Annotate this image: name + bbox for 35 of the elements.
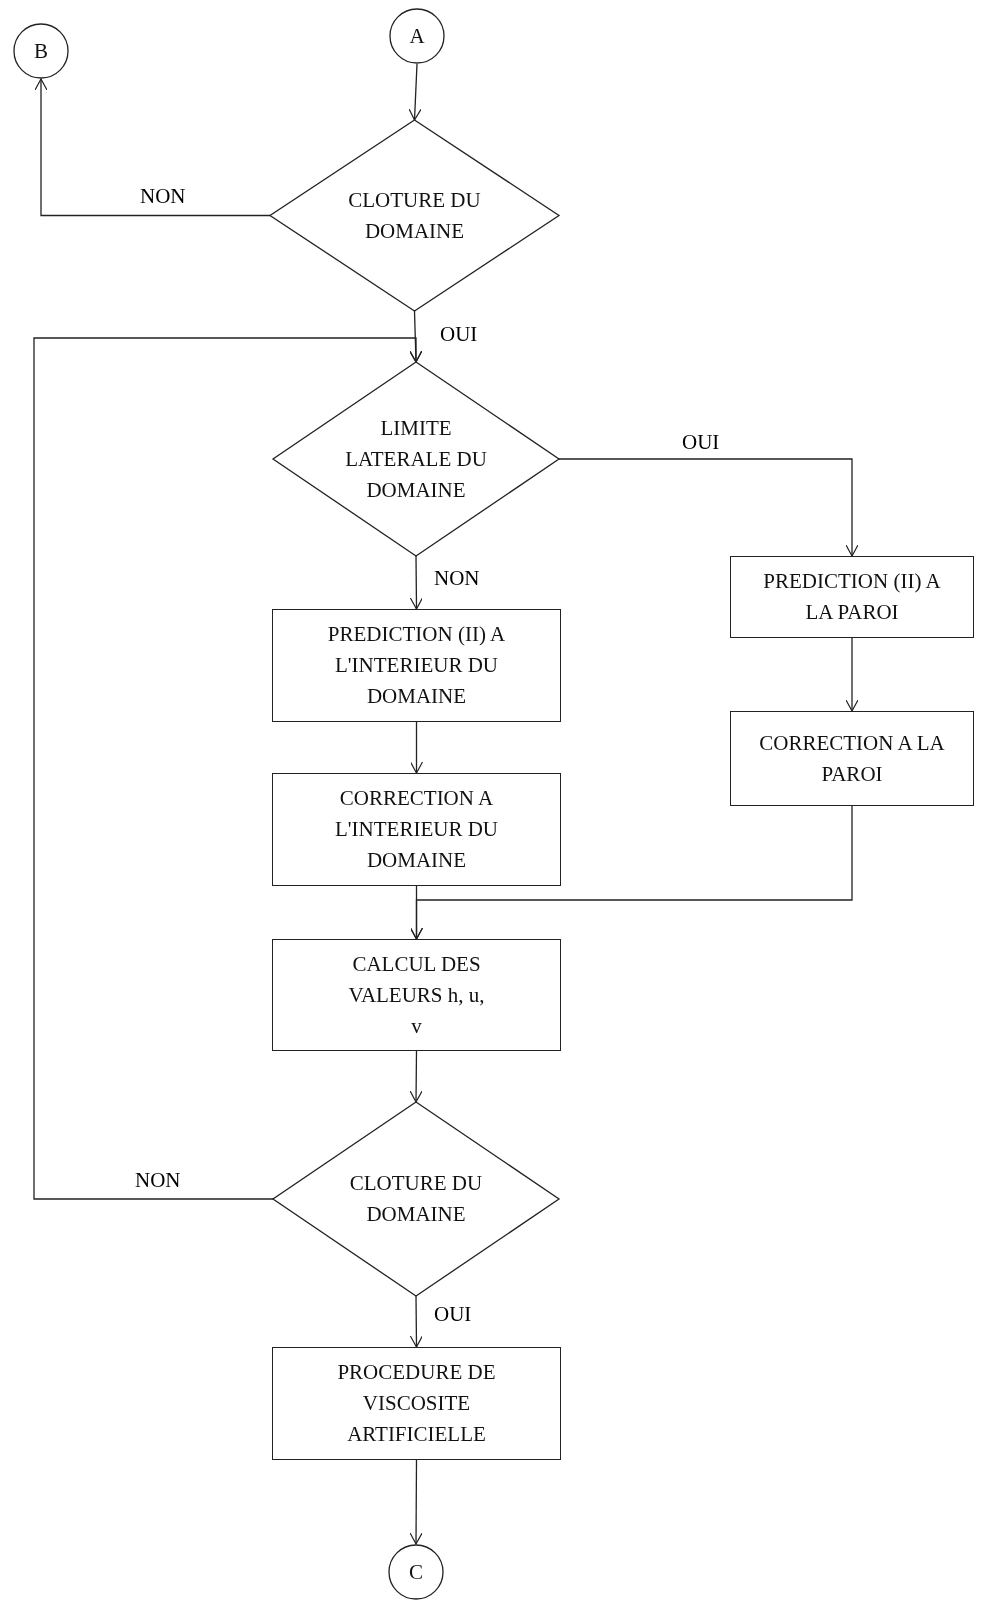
arrow (34, 78, 271, 217)
node-text: CORRECTION A L'INTERIEUR DU DOMAINE (334, 785, 499, 874)
node-text: LIMITE LATERALE DU DOMAINE (344, 414, 488, 504)
arrow (33, 337, 423, 1200)
arrow (845, 637, 859, 712)
node-text: CLOTURE DU DOMAINE (347, 186, 482, 245)
node-text: PREDICTION (II) A LA PAROI (762, 568, 942, 626)
node-text: PREDICTION (II) A L'INTERIEUR DU DOMAINE (326, 621, 507, 710)
decision-diamond (270, 120, 559, 311)
process-box (272, 939, 561, 1051)
process-box (272, 1347, 561, 1460)
node-text: CALCUL DES VALEURS h, u, v (347, 950, 486, 1040)
arrow (409, 885, 424, 940)
decision-diamond (273, 1102, 559, 1296)
arrow (409, 555, 423, 610)
arrow (558, 458, 859, 557)
connector-letter: A (409, 22, 425, 50)
process-box (730, 711, 974, 806)
arrow (409, 1295, 423, 1348)
arrow (409, 721, 424, 774)
node-text: CLOTURE DU DOMAINE (348, 1170, 484, 1228)
process-box (272, 609, 561, 722)
connector-circle (13, 23, 69, 79)
arrow (409, 1050, 423, 1103)
decision-diamond (273, 362, 559, 556)
connector-letter: B (34, 37, 48, 65)
process-box (730, 556, 974, 638)
connector-circle (388, 1544, 444, 1600)
connector-circle (389, 8, 445, 64)
node-text: PROCEDURE DE VISCOSITE ARTIFICIELLE (336, 1359, 497, 1448)
process-box (272, 773, 561, 886)
arrow (409, 1459, 423, 1545)
connector-letter: C (409, 1558, 423, 1586)
arrow (408, 63, 422, 121)
node-text: CORRECTION A LA PAROI (758, 729, 946, 788)
